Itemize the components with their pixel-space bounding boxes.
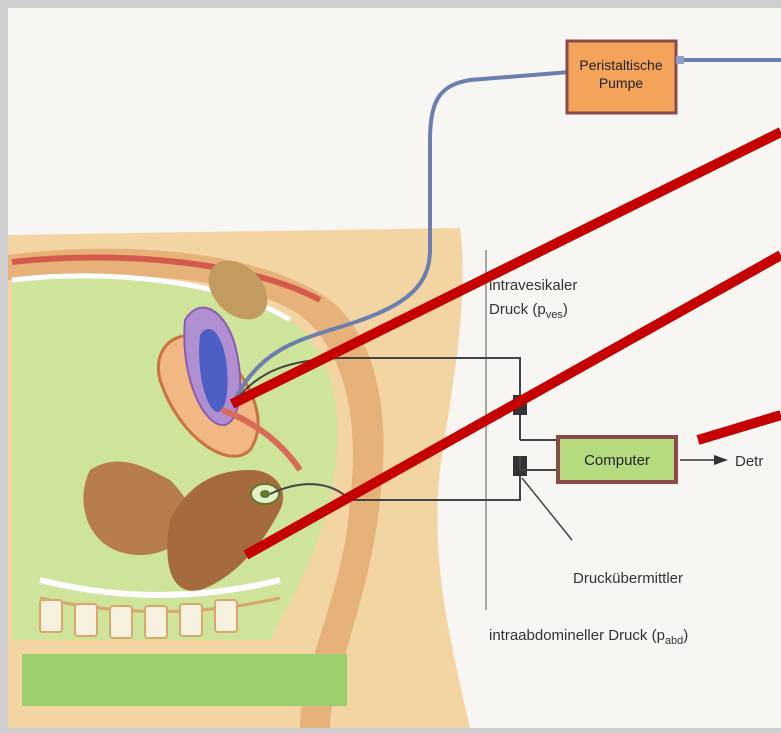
- ves-label-prefix: Druck (p: [489, 301, 546, 318]
- abd-label-sub: abd: [665, 635, 683, 647]
- rectal-balloon-core: [260, 490, 270, 498]
- abd-label-prefix: intraabdomineller Druck (p: [489, 627, 665, 644]
- pump-label-line2: Pumpe: [599, 75, 644, 91]
- output-label: Detr: [735, 453, 763, 470]
- ves-label-sub: ves: [546, 309, 564, 321]
- exam-table: [22, 654, 347, 706]
- ves-label-suffix: ): [563, 301, 568, 318]
- transducer-label: Druckübermittler: [573, 570, 683, 587]
- abd-label-suffix: ): [683, 627, 688, 644]
- pump-connector: [676, 56, 684, 64]
- pump-label-line1: Peristaltische: [579, 57, 662, 73]
- ves-label-line1: intravesikaler: [489, 277, 577, 294]
- computer-label: Computer: [584, 452, 650, 469]
